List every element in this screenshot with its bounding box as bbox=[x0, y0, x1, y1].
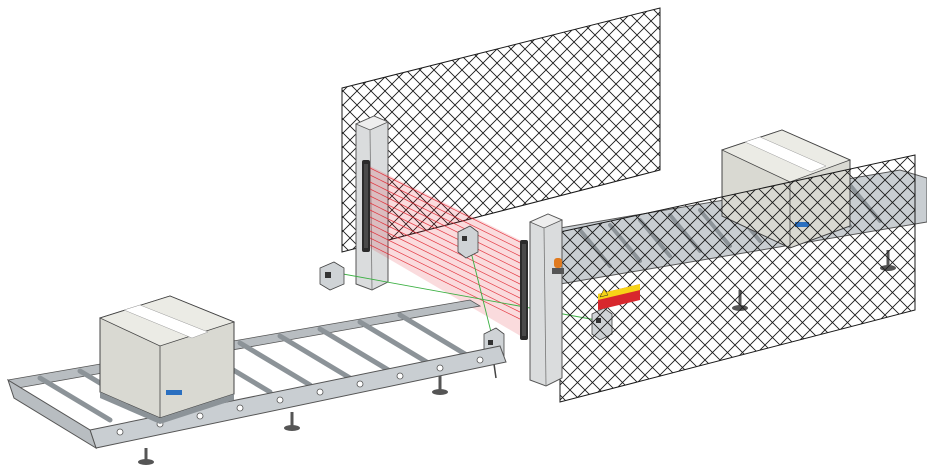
light-curtain-beams bbox=[369, 166, 525, 338]
box-left bbox=[98, 295, 236, 424]
right-post bbox=[529, 213, 563, 387]
left-roller-conveyor bbox=[7, 299, 507, 465]
muting-sensor-icon bbox=[457, 225, 479, 259]
warning-sign bbox=[598, 284, 640, 310]
light-curtain-emitter-icon bbox=[362, 160, 370, 252]
light-curtain-receiver-icon bbox=[520, 240, 528, 340]
back-safety-fence bbox=[341, 7, 661, 253]
beacon-icon bbox=[552, 258, 564, 274]
muting-sensor-icon bbox=[319, 261, 345, 291]
